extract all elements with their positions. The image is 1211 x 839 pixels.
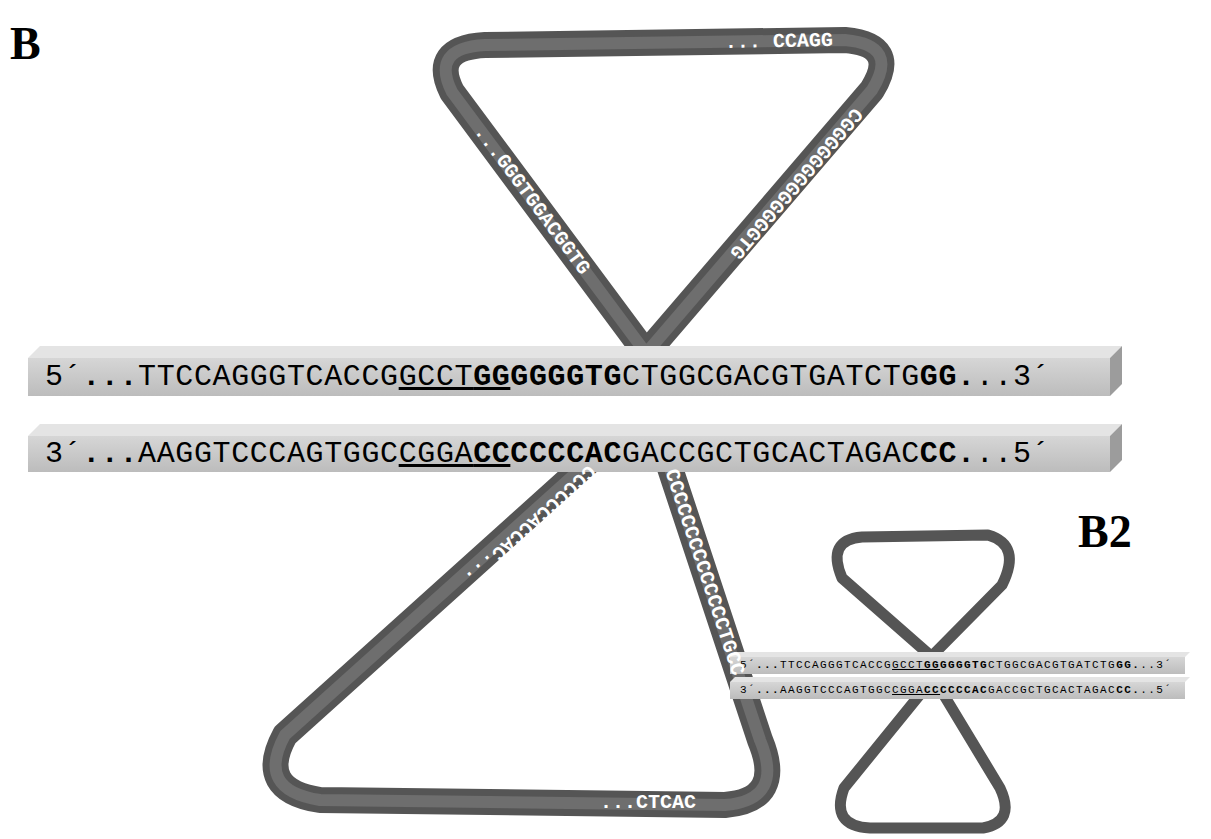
sequence-text: 3´...AAGGTCCCAGTGGCCGGACCCCCCACGACCGCTGC… (45, 436, 1050, 472)
sequence-run: ... (756, 659, 780, 671)
sequence-text: 5´...TTCCAGGGTCACCGGCCTGGGGGGTGCTGGCGACG… (740, 659, 1172, 672)
hairpin-loop (840, 692, 1005, 828)
loop-sequence: CCCCCCCCCCCCCCTGCC (661, 467, 748, 678)
sequence-run: ..3´ (976, 360, 1050, 394)
dna-strand-bar: 3´...AAGGTCCCAGTGGCCGGACCCCCCACGACCGCTGC… (730, 682, 1185, 699)
sequence-run: CC (924, 684, 940, 696)
sequence-run: GG (473, 360, 510, 394)
hairpin-loop (446, 40, 882, 372)
sequence-run: CC. (1116, 684, 1140, 696)
bar-top-face (28, 424, 1122, 436)
sequence-run: GGGGTG (940, 659, 988, 671)
panel-label: B2 (1078, 509, 1132, 555)
sequence-run: ... (82, 360, 138, 394)
sequence-run: 3´ (740, 684, 756, 696)
sequence-run: GGGGTG (510, 360, 622, 394)
dna-strand-bar: 5´...TTCCAGGGTCACCGGCCTGGGGGGTGCTGGCGACG… (28, 358, 1110, 396)
sequence-run: GACCGCTGCACTAGAC (622, 437, 920, 471)
sequence-run: GCCT (892, 659, 924, 671)
loop-sequence: CGGGGGGGGGGGGGTG (725, 103, 865, 262)
sequence-text: 3´...AAGGTCCCAGTGGCCGGACCCCCCACGACCGCTGC… (740, 684, 1172, 697)
sequence-run: GG. (1116, 659, 1140, 671)
sequence-run: CCCCAC (510, 437, 622, 471)
sequence-run: 3´ (45, 437, 82, 471)
sequence-run: CCCCAC (940, 684, 988, 696)
hairpin-highlight (276, 438, 768, 805)
bar-end-face (1110, 424, 1122, 472)
sequence-run: AAGGTCCCAGTGGC (138, 437, 399, 471)
sequence-run: TTCCAGGGTCACCG (138, 360, 399, 394)
sequence-run: TTCCAGGGTCACCG (780, 659, 892, 671)
sequence-run: GG (924, 659, 940, 671)
sequence-run: GG. (920, 360, 976, 394)
sequence-run: ... (756, 684, 780, 696)
hairpin-highlight (446, 40, 882, 372)
sequence-run: ..5´ (976, 437, 1050, 471)
loop-sequence: ... CCAGG (725, 31, 833, 53)
sequence-run: CTGGCGACGTGATCTG (988, 659, 1116, 671)
sequence-run: CC (473, 437, 510, 471)
sequence-run: ... (82, 437, 138, 471)
sequence-run: GACCGCTGCACTAGAC (988, 684, 1116, 696)
loop-sequence: ...GGGTGGACGGTG (470, 122, 593, 279)
sequence-run: CGGA (399, 437, 473, 471)
loop-sequence: CCCCCCACCAC... (460, 461, 598, 588)
hairpin-loop (837, 535, 1009, 664)
hairpin-loop (276, 438, 768, 805)
bar-end-face (1110, 346, 1122, 396)
sequence-run: AAGGTCCCAGTGGC (780, 684, 892, 696)
sequence-run: CGGA (892, 684, 924, 696)
dna-strand-bar: 5´...TTCCAGGGTCACCGGCCTGGGGGGTGCTGGCGACG… (730, 657, 1185, 674)
dna-strand-bar: 3´...AAGGTCCCAGTGGCCGGACCCCCCACGACCGCTGC… (28, 436, 1110, 472)
bar-top-face (28, 346, 1122, 358)
loop-sequence: ...CTCAC (600, 793, 696, 813)
sequence-text: 5´...TTCCAGGGTCACCGGCCTGGGGGGTGCTGGCGACG… (45, 359, 1050, 395)
sequence-run: ..3´ (1140, 659, 1172, 671)
sequence-run: ..5´ (1140, 684, 1172, 696)
sequence-run: 5´ (45, 360, 82, 394)
sequence-run: CC. (920, 437, 976, 471)
panel-label: B (10, 21, 41, 67)
sequence-run: GCCT (399, 360, 473, 394)
sequence-run: CTGGCGACGTGATCTG (622, 360, 920, 394)
